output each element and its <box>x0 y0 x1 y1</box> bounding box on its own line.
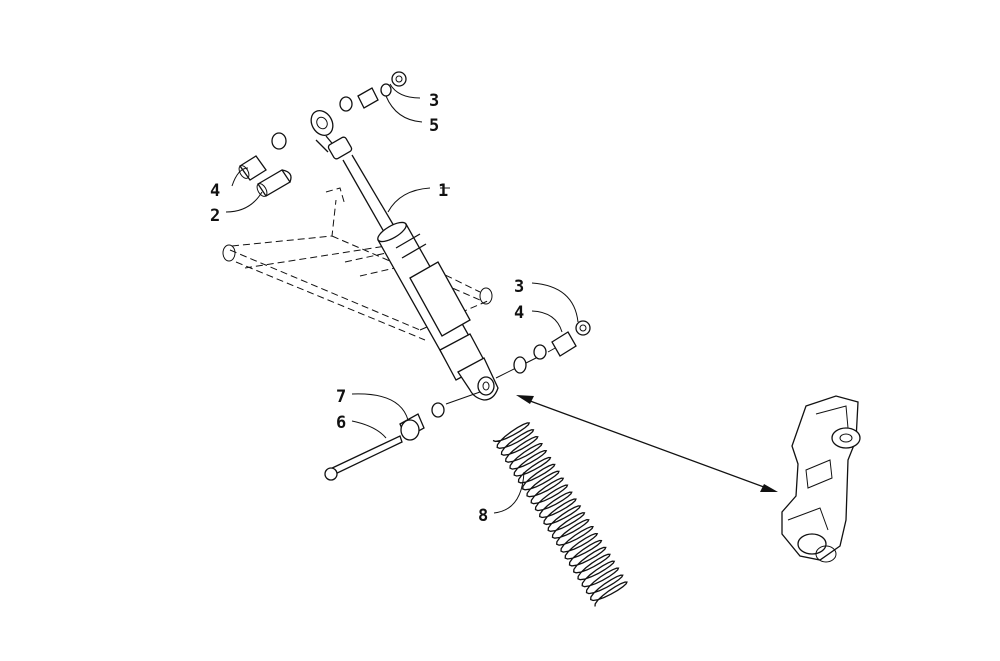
frame-bracket <box>781 395 861 563</box>
callout-5: 5 <box>429 116 439 136</box>
callout-1: 1 <box>438 181 448 201</box>
top-hardware <box>238 71 407 197</box>
mounting-arrow <box>516 395 778 492</box>
callout-4-top: 4 <box>210 181 220 201</box>
callout-labels: 1 2 3 5 4 3 4 7 6 8 <box>210 91 524 526</box>
callout-3-top: 3 <box>429 91 439 111</box>
shock-absorber <box>310 110 499 401</box>
callout-4-lower: 4 <box>514 303 524 323</box>
leader-lines <box>225 83 579 514</box>
callout-2: 2 <box>210 206 220 226</box>
callout-6: 6 <box>336 413 346 433</box>
lower-right-hardware <box>495 320 591 379</box>
coil-spring <box>492 422 628 607</box>
lower-left-hardware <box>324 391 481 481</box>
callout-3-lower: 3 <box>514 277 524 297</box>
callout-8: 8 <box>478 506 488 526</box>
callout-7: 7 <box>336 387 346 407</box>
